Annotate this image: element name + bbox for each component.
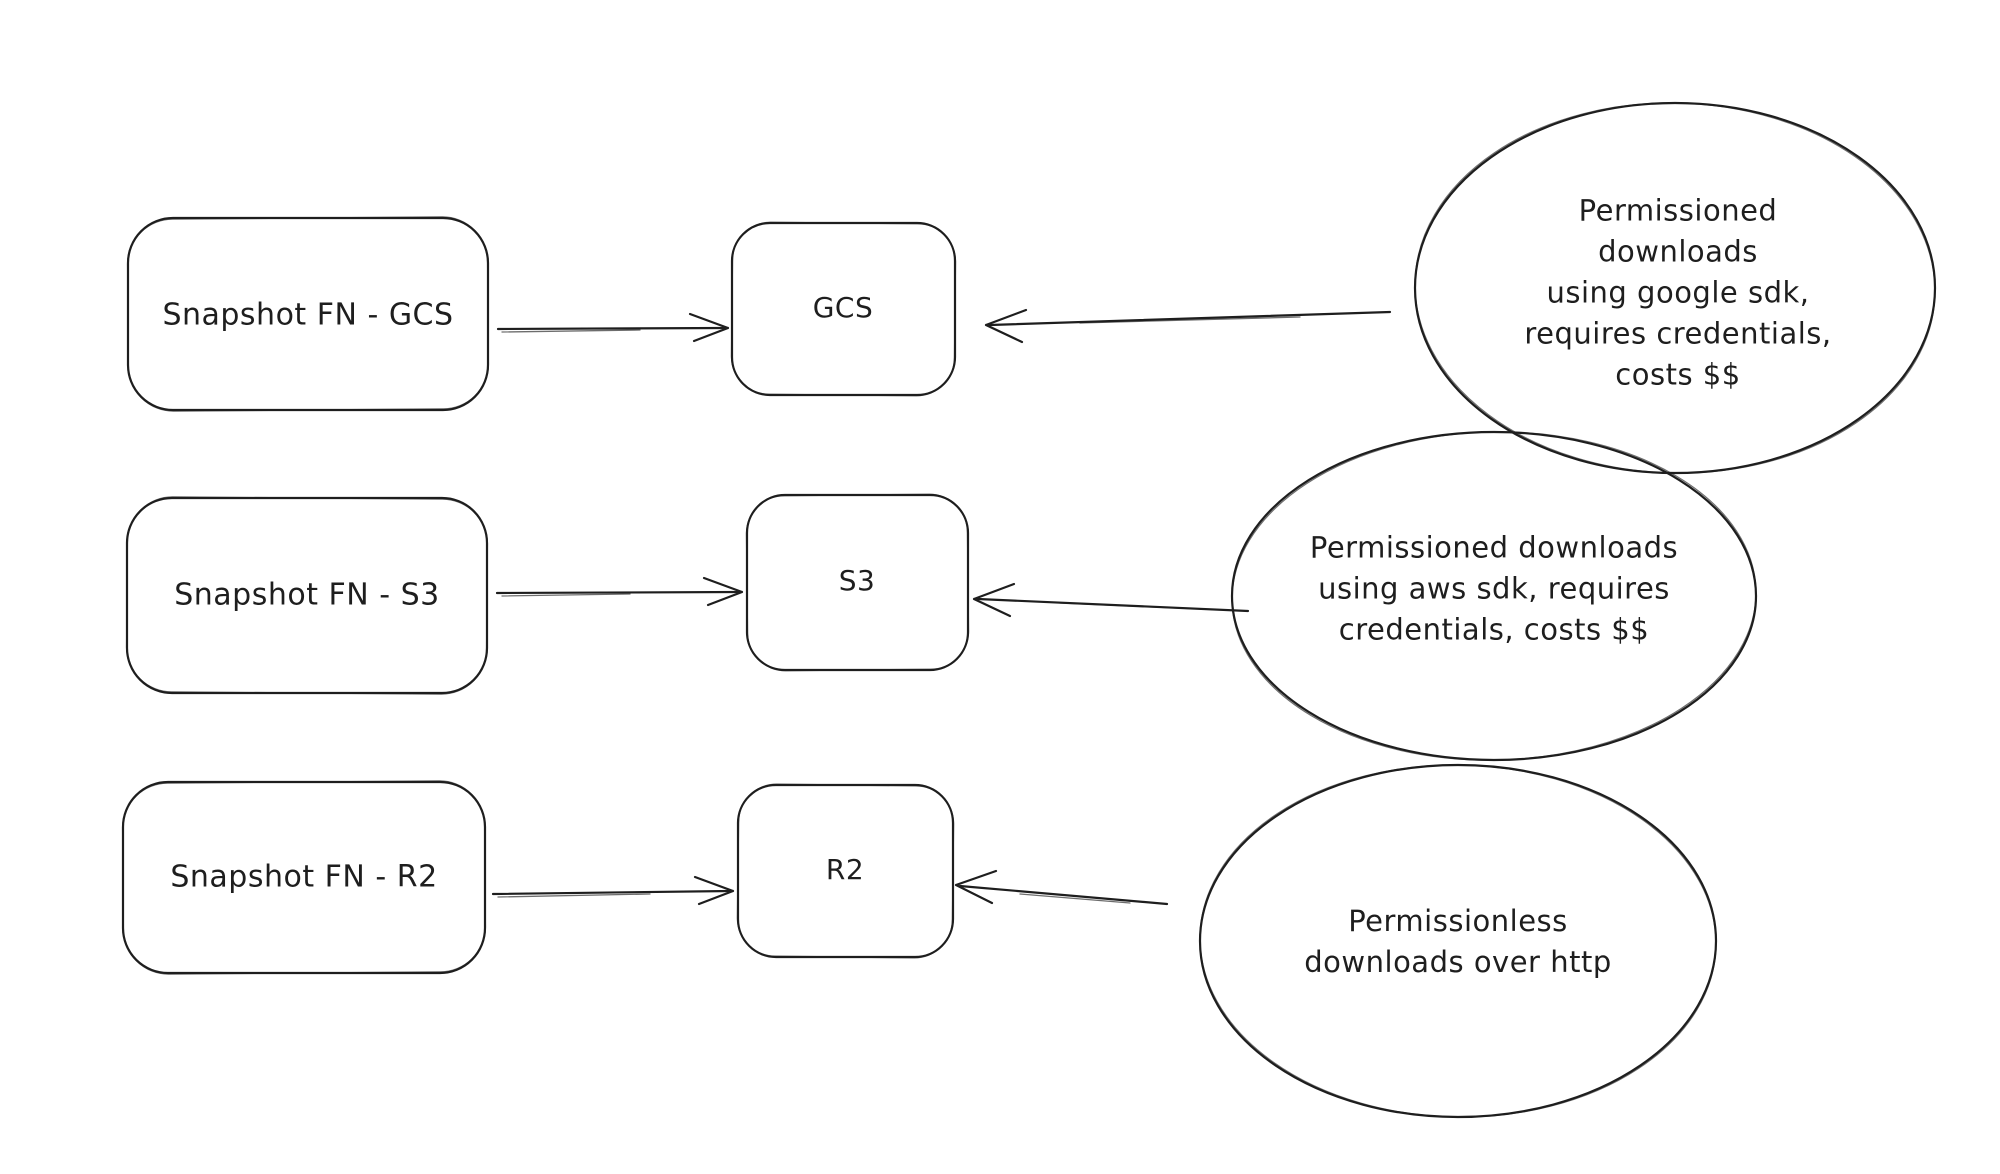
arrow-note-to-r2 (954, 869, 1169, 906)
arrow-source-to-s3 (495, 576, 744, 607)
note-ellipse-r2-shape (1198, 763, 1718, 1119)
target-node-s3-shape (745, 493, 970, 672)
target-node-gcs-label: GCS (812, 290, 874, 324)
source-node-s3-shape (125, 496, 489, 695)
source-node-gcs-shape (126, 216, 490, 412)
source-node-s3-label: Snapshot FN - S3 (174, 577, 440, 613)
arrow-note-to-s3 (972, 582, 1250, 618)
target-node-s3-label: S3 (838, 563, 876, 597)
note-gcs-text: Permissioned downloads using google sdk,… (1524, 193, 1832, 392)
target-node-gcs-shape (730, 221, 957, 397)
source-node-r2-shape (121, 780, 487, 975)
arrow-source-to-gcs (496, 312, 730, 343)
target-node-r2-label: R2 (825, 852, 865, 886)
note-s3-text: Permissioned downloads using aws sdk, re… (1309, 530, 1679, 647)
arrow-source-to-r2 (491, 875, 735, 906)
source-node-gcs-label: Snapshot FN - GCS (162, 297, 454, 333)
note-r2-text: Permissionless downloads over http (1304, 904, 1612, 979)
target-node-r2-shape (736, 783, 955, 959)
note-ellipse-s3-shape (1230, 430, 1758, 762)
source-node-r2-label: Snapshot FN - R2 (170, 859, 438, 895)
arrow-note-to-gcs (984, 308, 1392, 344)
